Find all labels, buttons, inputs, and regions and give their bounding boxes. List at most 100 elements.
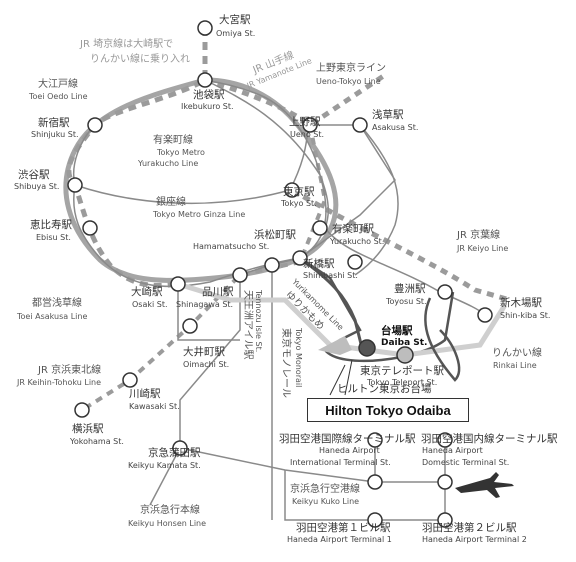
station-hamamatsucho (292, 250, 308, 266)
hotel-name-en: Hilton Tokyo Odaiba (325, 402, 451, 418)
ueno-label-jp: 上野駅 (289, 116, 321, 128)
keikyu-honsen-line (149, 275, 241, 506)
oimachi-label-en: Oimachi St. (183, 360, 230, 369)
toyosu-label-jp: 豊洲駅 (394, 283, 426, 295)
keikyu-kuko-label-en: Keikyu Kuko Line (292, 497, 360, 506)
osaki-label-jp: 大崎駅 (131, 286, 163, 298)
haneda-t2-label-en: Haneda Airport Terminal 2 (422, 535, 527, 544)
keiyo-label-en: JR Keiyo Line (457, 244, 509, 253)
shimbashi-label-en: Shimbashi St. (303, 271, 358, 280)
tennozu-label-en: Tennozu Isle St. (254, 290, 263, 353)
station-asakusa (352, 117, 368, 133)
station-omiya (197, 20, 213, 36)
omiya-label-en: Omiya St. (216, 29, 256, 38)
monorail-label-en: Tokyo Monorail (294, 328, 303, 388)
ueno-label-en: Ueno St. (290, 130, 325, 139)
keiyo-line (290, 187, 511, 303)
station-tokyo-teleport (396, 346, 414, 364)
station-shinagawa (232, 267, 248, 283)
asakusa-label-en: Asakusa St. (372, 123, 419, 132)
keiyo-label-jp: JR 京葉線 (457, 230, 501, 241)
tokyo-teleport-label-en: Tokyo Teleport St. (367, 378, 438, 387)
station-daiba (358, 339, 376, 357)
daiba-label-en: Daiba St. (381, 338, 428, 348)
haneda-t1-label-en: Haneda Airport Terminal 1 (287, 535, 392, 544)
asakusa-line (239, 124, 396, 276)
toyosu-label-en: Toyosu St. (386, 297, 427, 306)
tennozu-label-jp: 天王洲アイル駅 (242, 290, 253, 360)
yokohama-label-en: Yokohama St. (70, 437, 124, 446)
station-shimbashi (347, 254, 363, 270)
ebisu-label-jp: 恵比寿駅 (30, 219, 72, 231)
haneda-t1-label-jp: 羽田空港第１ビル駅 (296, 522, 391, 534)
tokyo-label-en: Tokyo St. (281, 199, 317, 208)
ginza-label-en: Tokyo Metro Ginza Line (153, 210, 246, 219)
yurakucho-line-label-en1: Tokyo Metro (157, 148, 205, 157)
asakusa-line-label-en: Toei Asakusa Line (17, 312, 88, 321)
yurakucho-label-en: Yurakucho St. (330, 237, 385, 246)
ikebukuro-label-en: Ikebukuro St. (181, 102, 234, 111)
haneda-dom-label-en1: Haneda Airport (422, 446, 483, 455)
station-shinjuku (87, 117, 103, 133)
shin-kiba-label-jp: 新木場駅 (500, 297, 542, 309)
hotel-building-icon (318, 336, 352, 355)
saikyo-note-1: JR 埼京線は大崎駅で (80, 39, 174, 50)
keikyu-kamata-label-en: Keikyu Kamata St. (128, 461, 201, 470)
hamamatsucho-label-jp: 浜松町駅 (254, 229, 296, 241)
haneda-t2-label-jp: 羽田空港第２ビル駅 (422, 522, 517, 534)
shinagawa-label-en: Shinagawa St. (176, 300, 234, 309)
station-haneda-dom (437, 432, 453, 448)
station-haneda-t1 (367, 512, 383, 528)
haneda-dom-label-jp: 羽田空港国内線ターミナル駅 (421, 433, 558, 445)
hamamatsucho-label-en: Hamamatsucho St. (193, 242, 270, 251)
kawasaki-label-en: Kawasaki St. (129, 402, 180, 411)
haneda-intl-label-jp: 羽田空港国際線ターミナル駅 (279, 433, 416, 445)
kawasaki-label-jp: 川崎駅 (129, 388, 161, 400)
oedo-line (73, 79, 327, 288)
hotel-pointer (329, 359, 353, 396)
ebisu-label-en: Ebisu St. (36, 233, 71, 242)
station-yokohama (74, 402, 90, 418)
hotel-name-box: Hilton Tokyo Odaiba (307, 398, 469, 422)
saikyo-note-2: りんかい線に乗り入れ (90, 54, 190, 65)
daiba-label-jp: 台場駅 (381, 325, 413, 337)
keikyu-kuko-line (179, 447, 445, 483)
asakusa-label-jp: 浅草駅 (372, 109, 404, 121)
yurakucho-line-label-jp: 有楽町線 (153, 135, 193, 146)
shin-kiba-label-en: Shin-kiba St. (500, 311, 551, 320)
ginza-label-jp: 銀座線 (156, 197, 186, 208)
shibuya-label-jp: 渋谷駅 (18, 169, 50, 181)
station-keikyu-kamata (172, 440, 188, 456)
haneda-intl-label-en1: Haneda Airport (319, 446, 380, 455)
keikyu-kuko-label-jp: 京浜急行空港線 (290, 484, 360, 495)
metro-east-line (354, 124, 399, 276)
hotel-name-jp: ヒルトン東京お台場 (337, 383, 432, 395)
shinjuku-label-jp: 新宿駅 (38, 117, 70, 129)
station-yurakucho (312, 220, 328, 236)
ueno-tokyo-label-en: Ueno-Tokyo Line (316, 77, 381, 86)
shinagawa-label-jp: 品川駅 (202, 286, 234, 298)
tokyo-teleport-label-jp: 東京テレポート駅 (360, 365, 444, 377)
yokohama-label-jp: 横浜駅 (72, 423, 104, 435)
ginza-line (74, 124, 360, 205)
station-oimachi (182, 318, 198, 334)
station-shin-kiba (477, 307, 493, 323)
station-ikebukuro (197, 72, 213, 88)
keihin-label-jp: JR 京浜東北線 (38, 365, 102, 376)
toei-asakusa-south (177, 284, 240, 341)
ueno-tokyo-line (204, 72, 387, 129)
station-toyosu (437, 284, 453, 300)
yurikamome-toyosu (424, 297, 461, 382)
keikyu-honsen-label-en: Keikyu Honsen Line (128, 519, 207, 528)
omiya-label-jp: 大宮駅 (219, 14, 251, 26)
osaki-label-en: Osaki St. (132, 300, 168, 309)
keikyu-haneda-t1 (284, 470, 445, 521)
oedo-label-en: Toei Oedo Line (29, 92, 88, 101)
shibuya-label-en: Shibuya St. (14, 182, 60, 191)
asakusa-line-label-jp: 都営浅草線 (32, 298, 82, 309)
haneda-intl-label-en2: International Terminal St. (290, 458, 391, 467)
keikyu-honsen-label-jp: 京浜急行本線 (140, 505, 200, 516)
station-keikyu-kuko-end (437, 474, 453, 490)
keikyu-kamata-label-jp: 京急蒲田駅 (148, 447, 201, 459)
